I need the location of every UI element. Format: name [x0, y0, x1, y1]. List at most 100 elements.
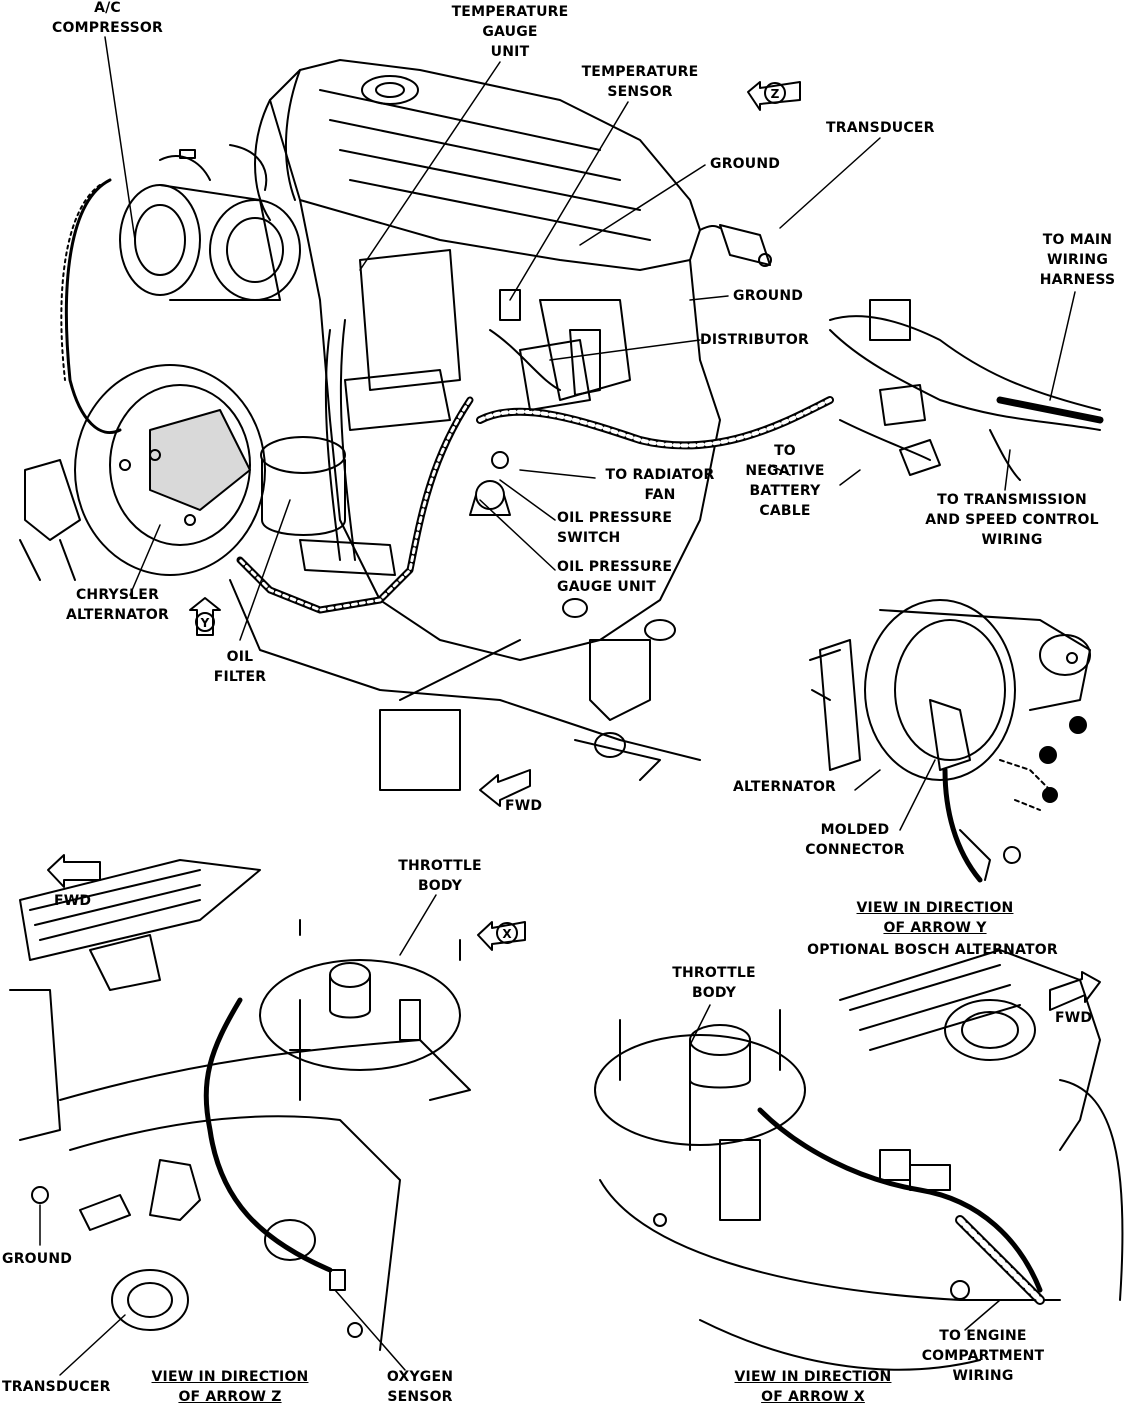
label-line: OF ARROW Y: [883, 920, 987, 936]
label-line: SENSOR: [387, 1389, 453, 1405]
label-line: AND SPEED CONTROL: [925, 512, 1099, 528]
label-view-arrow-y: VIEW IN DIRECTION OF ARROW Y: [835, 898, 1035, 938]
fwd-arrow-main: [479, 769, 531, 807]
svg-text:X: X: [502, 927, 512, 941]
label-line: THROTTLE: [672, 965, 756, 981]
label-line: ALTERNATOR: [65, 607, 170, 623]
label-line: BODY: [417, 878, 463, 894]
arrow-z-marker: Z: [747, 81, 801, 111]
view-z-leaders: [39, 894, 437, 1376]
label-view-arrow-z: VIEW IN DIRECTION OF ARROW Z: [135, 1367, 325, 1407]
oil-filler-cap: [361, 75, 419, 105]
label-line: VIEW IN DIRECTION: [151, 1369, 309, 1385]
valve-cover-ribs: [319, 89, 651, 241]
label-line: A/C: [94, 0, 121, 16]
label-line: HARNESS: [1039, 272, 1116, 288]
label-to-transmission-wiring: TO TRANSMISSION AND SPEED CONTROL WIRING: [912, 490, 1112, 550]
label-line: FILTER: [213, 669, 267, 685]
label-line: CONNECTOR: [805, 842, 905, 858]
label-line: TO TRANSMISSION: [937, 492, 1087, 508]
label-line: OXYGEN: [386, 1369, 454, 1385]
label-line: BATTERY: [749, 483, 821, 499]
main-engine-illustration: [19, 59, 1104, 791]
main-wiring-harness: [236, 299, 1104, 614]
label-line: TEMPERATURE: [451, 4, 569, 20]
label-view-arrow-x: VIEW IN DIRECTION OF ARROW X: [718, 1367, 908, 1407]
label-ac-compressor: A/C COMPRESSOR: [40, 0, 175, 38]
main-leader-lines: [104, 36, 1076, 641]
view-x-leaders: [689, 1004, 1001, 1331]
label-line: TO ENGINE: [939, 1328, 1027, 1344]
label-line: VIEW IN DIRECTION: [734, 1369, 892, 1385]
view-y-illustration: [809, 599, 1091, 883]
label-ground-z: GROUND: [2, 1251, 73, 1267]
label-molded-connector: MOLDED CONNECTOR: [800, 820, 910, 860]
label-line: TO RADIATOR: [605, 467, 715, 483]
label-optional-bosch-alternator: OPTIONAL BOSCH ALTERNATOR: [807, 942, 1058, 958]
label-line: SENSOR: [607, 84, 673, 100]
label-oxygen-sensor: OXYGEN SENSOR: [370, 1367, 470, 1407]
oil-pan: [229, 579, 701, 761]
label-distributor: DISTRIBUTOR: [700, 332, 809, 348]
svg-text:Z: Z: [771, 87, 780, 101]
label-to-negative-battery-cable: TO NEGATIVE BATTERY CABLE: [730, 441, 840, 521]
label-line: OIL PRESSURE: [557, 510, 673, 526]
label-line: OF ARROW Z: [178, 1389, 282, 1405]
label-to-main-wiring-harness: TO MAIN WIRING HARNESS: [1020, 230, 1135, 290]
label-oil-pressure-switch: OIL PRESSURE SWITCH: [557, 508, 672, 548]
label-line: SWITCH: [557, 530, 621, 546]
label-to-radiator-fan: TO RADIATOR FAN: [590, 465, 730, 505]
label-line: OF ARROW X: [761, 1389, 865, 1405]
drive-belt: [64, 178, 122, 434]
label-line: THROTTLE: [398, 858, 482, 874]
view-y-leaders: [854, 759, 936, 831]
label-line: TO MAIN: [1042, 232, 1113, 248]
chrysler-alternator-shape: [74, 364, 266, 576]
fwd-arrow-z: [47, 854, 101, 888]
label-alternator: ALTERNATOR: [733, 779, 837, 795]
label-line: COMPARTMENT: [921, 1348, 1045, 1364]
label-ground-upper: GROUND: [710, 156, 781, 172]
label-line: FAN: [644, 487, 676, 503]
label-ground-lower: GROUND: [733, 288, 804, 304]
view-x-illustration: [594, 949, 1124, 1371]
label-line: WIRING: [981, 532, 1043, 548]
label-transducer-top: TRANSDUCER: [826, 120, 935, 136]
oil-filter-shape: [260, 436, 346, 536]
label-throttle-body-z: THROTTLE BODY: [390, 856, 490, 896]
transducer-top-shape: [719, 224, 771, 266]
label-line: TO: [774, 443, 796, 459]
label-line: UNIT: [490, 44, 530, 60]
label-line: CHRYSLER: [75, 587, 160, 603]
label-throttle-body-x: THROTTLE BODY: [664, 963, 764, 1003]
label-temperature-gauge-unit: TEMPERATURE GAUGE UNIT: [440, 2, 580, 62]
label-line: COMPRESSOR: [52, 20, 163, 36]
label-line: MOLDED: [820, 822, 890, 838]
label-line: NEGATIVE: [745, 463, 825, 479]
label-line: OIL PRESSURE: [557, 559, 673, 575]
label-line: WIRING: [1046, 252, 1109, 268]
label-oil-filter: OIL FILTER: [200, 647, 280, 687]
label-fwd-z: FWD: [54, 893, 92, 909]
label-line: CABLE: [759, 503, 811, 519]
label-line: OIL: [226, 649, 254, 665]
label-line: TEMPERATURE: [581, 64, 699, 80]
arrow-x-marker: X: [477, 921, 526, 951]
label-fwd-x: FWD: [1055, 1010, 1093, 1026]
label-oil-pressure-gauge-unit: OIL PRESSURE GAUGE UNIT: [557, 557, 672, 597]
engine-block: [299, 199, 721, 661]
label-line: GAUGE UNIT: [557, 579, 657, 595]
ac-compressor-shape: [119, 184, 301, 301]
arrow-y-marker: Y: [189, 597, 221, 636]
intake-tube: [254, 69, 301, 221]
fwd-arrow-x: [1049, 971, 1101, 1011]
svg-text:Y: Y: [200, 616, 210, 630]
label-temperature-sensor: TEMPERATURE SENSOR: [570, 62, 710, 102]
label-line: GAUGE: [482, 24, 538, 40]
label-line: VIEW IN DIRECTION: [856, 900, 1014, 916]
label-to-engine-compartment-wiring: TO ENGINE COMPARTMENT WIRING: [908, 1326, 1058, 1386]
valve-cover: [269, 59, 701, 271]
label-line: BODY: [691, 985, 737, 1001]
label-chrysler-alternator: CHRYSLER ALTERNATOR: [55, 585, 180, 625]
